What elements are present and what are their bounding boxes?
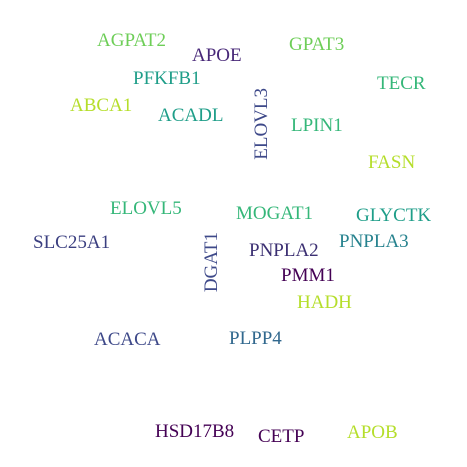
word-mogat1: MOGAT1 bbox=[236, 203, 314, 224]
word-dgat1: DGAT1 bbox=[201, 232, 222, 293]
word-glyctk: GLYCTK bbox=[356, 205, 432, 226]
word-acadl: ACADL bbox=[158, 105, 224, 126]
word-gpat3: GPAT3 bbox=[289, 34, 345, 55]
word-pnpla3: PNPLA3 bbox=[339, 231, 409, 252]
word-fasn: FASN bbox=[368, 152, 416, 173]
word-hadh: HADH bbox=[297, 292, 352, 313]
word-cetp: CETP bbox=[258, 426, 305, 447]
word-pnpla2: PNPLA2 bbox=[249, 240, 319, 261]
word-hsd17b8: HSD17B8 bbox=[155, 421, 235, 442]
word-elovl5: ELOVL5 bbox=[110, 198, 182, 219]
word-abca1: ABCA1 bbox=[70, 95, 133, 116]
word-apob: APOB bbox=[347, 422, 398, 443]
word-plpp4: PLPP4 bbox=[229, 328, 282, 349]
word-acaca: ACACA bbox=[94, 329, 161, 350]
word-apoe: APOE bbox=[192, 45, 242, 66]
word-tecr: TECR bbox=[377, 73, 426, 94]
word-lpin1: LPIN1 bbox=[291, 115, 343, 136]
word-pfkfb1: PFKFB1 bbox=[133, 68, 201, 89]
word-elovl3: ELOVL3 bbox=[251, 88, 272, 160]
word-agpat2: AGPAT2 bbox=[97, 30, 166, 51]
word-pmm1: PMM1 bbox=[281, 265, 335, 286]
word-slc25a1: SLC25A1 bbox=[33, 232, 111, 253]
